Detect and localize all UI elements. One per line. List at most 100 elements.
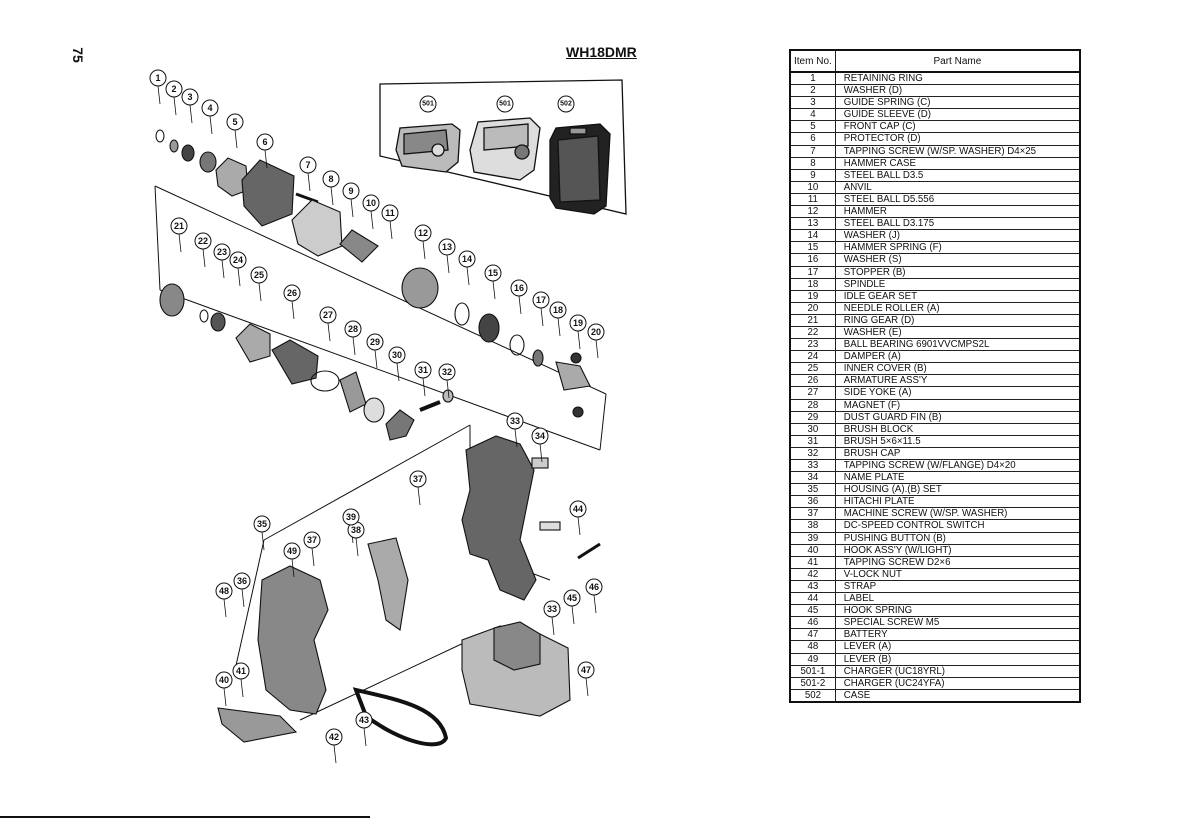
item-no-cell: 3: [789, 96, 836, 110]
part-name-cell: CHARGER (UC18YRL): [834, 664, 1081, 678]
callout-label: 1: [155, 73, 160, 83]
part-name-cell: TAPPING SCREW (W/SP. WASHER) D4×25: [834, 144, 1081, 158]
part-name-cell: HITACHI PLATE: [834, 495, 1081, 509]
part-name-cell: PUSHING BUTTON (B): [834, 531, 1081, 545]
callout-circle: [355, 711, 373, 729]
callout-label: 24: [233, 255, 243, 265]
housing-and-battery-drawings: [217, 435, 601, 747]
callout-label: 48: [219, 586, 229, 596]
callout-label: 31: [418, 365, 428, 375]
part-name-cell: STOPPER (B): [834, 265, 1081, 279]
part-name-cell: BRUSH CAP: [834, 446, 1081, 461]
callout-circle: [226, 113, 244, 131]
exploded-guide-lines: [154, 185, 607, 721]
callout-leader: [157, 85, 161, 105]
washer-s-drawing: [509, 334, 525, 356]
item-no-cell: 24: [789, 350, 836, 364]
callout-label: 26: [287, 288, 297, 298]
part-name-cell: MAGNET (F): [834, 398, 1081, 412]
dust-guard-drawing: [363, 397, 385, 423]
part-name-cell: V-LOCK NUT: [834, 567, 1081, 581]
part-name-cell: GUIDE SPRING (C): [834, 96, 1081, 110]
callouts: 1234567891011121314151617181920212223242…: [149, 69, 605, 746]
part-name-cell: PROTECTOR (D): [834, 132, 1081, 146]
part-name-cell: WASHER (J): [834, 229, 1081, 243]
callout-label: 15: [488, 268, 498, 278]
charger-inset: [379, 79, 627, 215]
part-name-cell: HOUSING (A).(B) SET: [834, 483, 1081, 497]
guide-sleeve-drawing: [199, 151, 217, 173]
callout-circle: [229, 251, 247, 269]
callout-label: 7: [305, 160, 310, 170]
callout-leader: [466, 266, 470, 286]
callout-circle: [438, 238, 456, 256]
callout-leader: [307, 172, 311, 192]
item-no-cell: 15: [789, 241, 836, 255]
callout-circle: [543, 600, 561, 618]
callout-label: 33: [510, 416, 520, 426]
callout-label: 30: [392, 350, 402, 360]
item-no-cell: 28: [789, 398, 836, 412]
item-no-cell: 12: [789, 205, 836, 219]
callout-circle: [532, 291, 550, 309]
charger-1-drawing: [395, 123, 461, 173]
part-name-cell: TAPPING SCREW D2×6: [834, 555, 1081, 569]
callout-label: 8: [328, 174, 333, 184]
callout-leader: [370, 210, 374, 230]
part-name-cell: RING GEAR (D): [834, 313, 1081, 327]
item-no-cell: 5: [789, 120, 836, 134]
callout-label: 20: [591, 327, 601, 337]
callout-circle: [587, 323, 605, 341]
item-no-cell: 36: [789, 495, 836, 509]
callout-leader: [173, 96, 177, 116]
item-no-cell: 16: [789, 253, 836, 267]
callout-circle: [484, 264, 502, 282]
part-name-cell: BRUSH BLOCK: [834, 422, 1081, 436]
callout-label: 22: [198, 236, 208, 246]
callout-leader: [327, 322, 331, 342]
item-no-cell: 10: [789, 180, 836, 194]
callout-label: 6: [262, 137, 267, 147]
callout-leader: [446, 379, 450, 399]
part-name-cell: DC-SPEED CONTROL SWITCH: [834, 519, 1081, 533]
armature-drawing: [271, 339, 319, 385]
part-name-cell: LEVER (A): [834, 640, 1081, 654]
callout-circle: [344, 320, 362, 338]
callout-circle: [563, 589, 581, 607]
callout-label: 12: [418, 228, 428, 238]
item-no-cell: 46: [789, 616, 836, 630]
protector-drawing: [241, 159, 295, 227]
item-no-cell: 20: [789, 301, 836, 315]
callout-leader: [202, 248, 206, 268]
part-name-cell: HOOK ASS'Y (W/LIGHT): [834, 543, 1081, 557]
callout-circle: [458, 250, 476, 268]
callout-leader: [234, 129, 238, 149]
case-callout-label: 502: [560, 101, 572, 108]
callout-label: 33: [547, 604, 557, 614]
item-no-cell: 22: [789, 325, 836, 340]
callout-label: 32: [442, 367, 452, 377]
part-name-cell: NEEDLE ROLLER (A): [834, 301, 1081, 315]
washer-d-drawing: [169, 139, 179, 153]
part-name-cell: MACHINE SCREW (W/SP. WASHER): [834, 507, 1081, 521]
callout-leader: [518, 295, 522, 315]
item-no-cell: 14: [789, 229, 836, 243]
item-no-cell: 21: [789, 313, 836, 327]
callout-leader: [396, 362, 400, 382]
callout-leader: [178, 233, 182, 253]
